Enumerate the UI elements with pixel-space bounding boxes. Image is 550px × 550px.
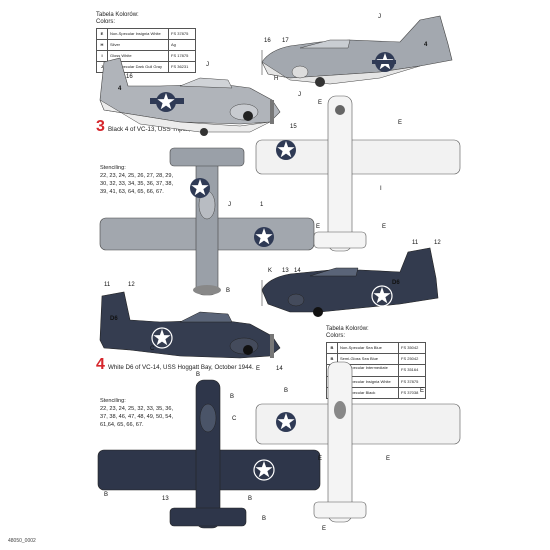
svg-text:E: E	[420, 388, 424, 394]
svg-text:E: E	[318, 100, 322, 106]
profile-caption-4: White D6 of VC-14, USS Hoggatt Bay, Octo…	[108, 364, 254, 371]
callout-labels: 16 17 H J J 16 J 15 E E 1 J I E E 11 12 …	[104, 14, 441, 532]
svg-text:E: E	[386, 456, 390, 462]
svg-text:E: E	[322, 526, 326, 532]
svg-text:B: B	[262, 516, 266, 522]
svg-text:15: 15	[290, 124, 297, 130]
svg-text:K: K	[268, 268, 272, 274]
svg-text:E: E	[398, 120, 402, 126]
aircraft-top-view-4	[97, 379, 321, 529]
svg-text:11: 11	[412, 240, 419, 246]
svg-text:14: 14	[276, 366, 283, 372]
aircraft-code-4a: D6	[392, 280, 400, 286]
svg-text:B: B	[284, 388, 288, 394]
svg-text:J: J	[228, 202, 231, 208]
legend-title: Tabela Kolorów:	[96, 12, 139, 18]
svg-text:I: I	[380, 186, 382, 192]
aircraft-code-3b: 4	[118, 86, 122, 92]
svg-text:11: 11	[104, 282, 111, 288]
aircraft-side-view-4b	[99, 291, 281, 359]
svg-text:H: H	[274, 76, 278, 82]
svg-text:C: C	[150, 346, 155, 352]
svg-text:12: 12	[434, 240, 441, 246]
svg-text:E: E	[382, 224, 386, 230]
aircraft-code-4b: D6	[110, 316, 118, 322]
aircraft-bottom-view-4	[255, 361, 461, 523]
aircraft-side-view-3b	[99, 57, 281, 136]
profile-caption-3: Black 4 of VC-13, USS Tripoli, March 194…	[108, 126, 227, 133]
svg-text:J: J	[378, 14, 381, 20]
legend-subtitle: Colors:	[96, 19, 116, 25]
svg-text:J: J	[206, 62, 209, 68]
svg-text:J: J	[298, 92, 301, 98]
aircraft-top-view-3	[99, 147, 315, 296]
svg-text:12: 12	[128, 282, 135, 288]
svg-text:E: E	[256, 366, 260, 372]
legend-title: Tabela Kolorów:	[326, 326, 369, 332]
profile-number-4: 4	[96, 356, 105, 373]
svg-text:B: B	[230, 394, 234, 400]
stencil-list-3: Stenciling: 22, 23, 24, 25, 26, 27, 28, …	[100, 165, 174, 195]
svg-text:16: 16	[126, 74, 133, 80]
aircraft-side-view-4a	[261, 247, 439, 317]
profile-number-3: 3	[96, 118, 105, 135]
svg-text:14: 14	[294, 268, 301, 274]
svg-text:1: 1	[260, 202, 264, 208]
svg-text:B: B	[196, 372, 200, 378]
svg-text:B: B	[226, 288, 230, 294]
svg-text:16: 16	[264, 38, 271, 44]
svg-text:E: E	[318, 456, 322, 462]
aircraft-bottom-view-3	[255, 95, 461, 252]
svg-text:C: C	[232, 416, 237, 422]
svg-text:B: B	[104, 492, 108, 498]
svg-text:13: 13	[282, 268, 289, 274]
aircraft-code-3a: 4	[424, 42, 428, 48]
sheet-code: 48050_0002	[8, 538, 36, 544]
svg-text:13: 13	[162, 496, 169, 502]
aircraft-side-view-3a	[261, 15, 453, 87]
stencil-list-4: Stenciling: 22, 23, 24, 25, 32, 33, 35, …	[100, 398, 174, 428]
svg-text:17: 17	[282, 38, 289, 44]
legend-subtitle: Colors:	[326, 333, 346, 339]
svg-text:E: E	[316, 224, 320, 230]
svg-text:B: B	[248, 496, 252, 502]
